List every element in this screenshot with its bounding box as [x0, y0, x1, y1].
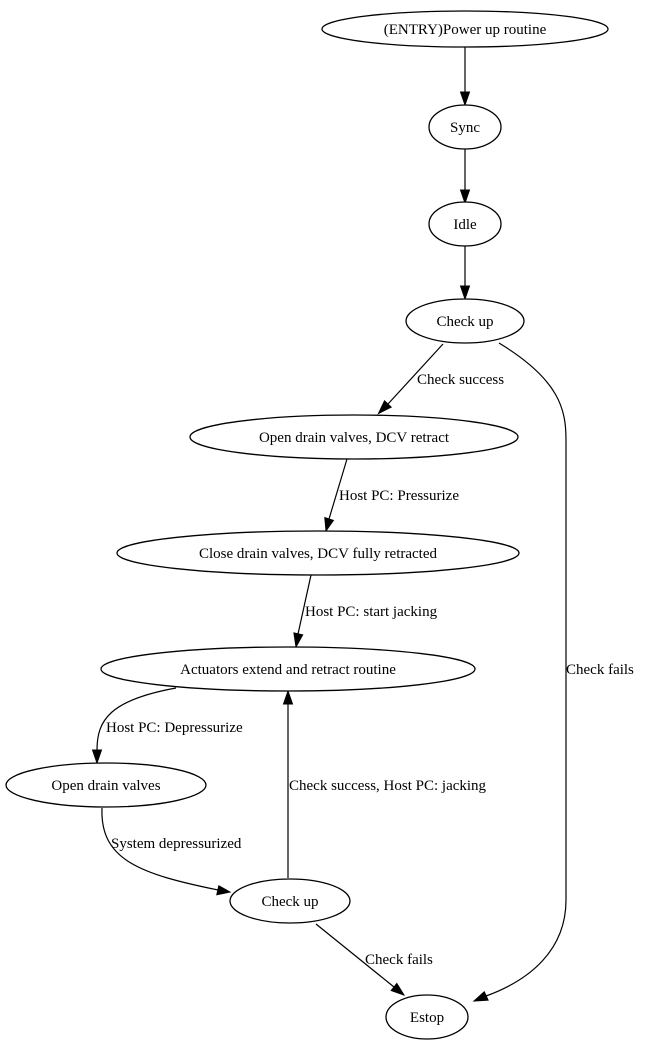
- arrow-head: [459, 285, 471, 301]
- node-open-drain-valves: Open drain valves: [5, 762, 207, 808]
- node-estop: Estop: [385, 994, 469, 1040]
- node-actuators-routine: Actuators extend and retract routine: [100, 646, 476, 692]
- node-label-idle: Idle: [453, 217, 477, 233]
- node-label-estop: Estop: [410, 1010, 444, 1026]
- arrow-head: [91, 749, 103, 765]
- node-idle: Idle: [428, 201, 502, 247]
- edge-label-pressurize: Host PC: Pressurize: [339, 488, 459, 504]
- arrow-head: [459, 189, 471, 205]
- arrow-head: [216, 885, 232, 896]
- edge-label-check-fails-lower: Check fails: [365, 952, 433, 968]
- node-ellipse: [189, 414, 519, 460]
- edge-label-start-jacking: Host PC: start jacking: [305, 604, 438, 620]
- edge-line: [315, 923, 395, 988]
- node-sync: Sync: [428, 104, 502, 150]
- edge-pressurize: Host PC: Pressurize: [324, 458, 459, 533]
- edge-sync-to-idle: [459, 149, 471, 205]
- node-open-drain-dcv-retract: Open drain valves, DCV retract: [189, 414, 519, 460]
- node-ellipse: [428, 104, 502, 150]
- edge-line: [297, 574, 312, 635]
- node-ellipse: [100, 646, 476, 692]
- edge-label-check-success: Check success: [417, 372, 504, 388]
- node-label-check-up-first: Check up: [436, 314, 493, 330]
- node-ellipse: [405, 298, 525, 344]
- node-label-sync: Sync: [450, 120, 480, 136]
- edge-label-system-depressurized: System depressurized: [111, 836, 242, 852]
- edge-check-success: Check success: [377, 343, 504, 415]
- node-check-up-second: Check up: [229, 878, 351, 924]
- node-label-open-drain-valves: Open drain valves: [51, 778, 160, 794]
- edge-check-fails-upper: Check fails: [472, 342, 634, 1002]
- arrow-head: [390, 982, 406, 996]
- node-ellipse: [116, 530, 520, 576]
- arrow-head: [324, 516, 335, 533]
- edge-system-depressurized: System depressurized: [101, 807, 242, 896]
- arrow-head: [293, 632, 304, 649]
- edge-idle-to-check-up: [459, 245, 471, 301]
- node-close-drain-dcv-retracted: Close drain valves, DCV fully retracted: [116, 530, 520, 576]
- node-label-open-drain-dcv-retract: Open drain valves, DCV retract: [259, 430, 450, 446]
- node-label-check-up-second: Check up: [261, 894, 318, 910]
- arrow-head: [472, 990, 489, 1002]
- edge-line: [387, 343, 444, 405]
- edge-line: [96, 687, 177, 751]
- node-ellipse: [321, 10, 609, 48]
- node-label-actuators-routine: Actuators extend and retract routine: [180, 662, 396, 678]
- node-entry: (ENTRY)Power up routine: [321, 10, 609, 48]
- edge-line: [101, 807, 219, 891]
- node-ellipse: [428, 201, 502, 247]
- node-check-up-first: Check up: [405, 298, 525, 344]
- node-ellipse: [5, 762, 207, 808]
- edge-label-depressurize: Host PC: Depressurize: [106, 720, 243, 736]
- edge-label-check-fails-upper: Check fails: [566, 662, 634, 678]
- edge-check-fails-lower: Check fails: [315, 923, 433, 996]
- edge-entry-to-sync: [459, 47, 471, 107]
- edge-check-success-jacking: Check success, Host PC: jacking: [282, 689, 487, 878]
- node-ellipse: [229, 878, 351, 924]
- arrow-head: [459, 91, 471, 107]
- edge-line: [328, 458, 348, 520]
- edge-line: [485, 342, 567, 997]
- arrow-head: [282, 689, 294, 705]
- node-ellipse: [385, 994, 469, 1040]
- edge-depressurize: Host PC: Depressurize: [91, 687, 243, 765]
- node-label-close-drain-dcv-retracted: Close drain valves, DCV fully retracted: [199, 546, 437, 562]
- arrow-head: [377, 399, 393, 415]
- edge-start-jacking: Host PC: start jacking: [293, 574, 438, 649]
- edge-label-check-success-jacking: Check success, Host PC: jacking: [289, 778, 487, 794]
- node-label-entry: (ENTRY)Power up routine: [384, 22, 547, 38]
